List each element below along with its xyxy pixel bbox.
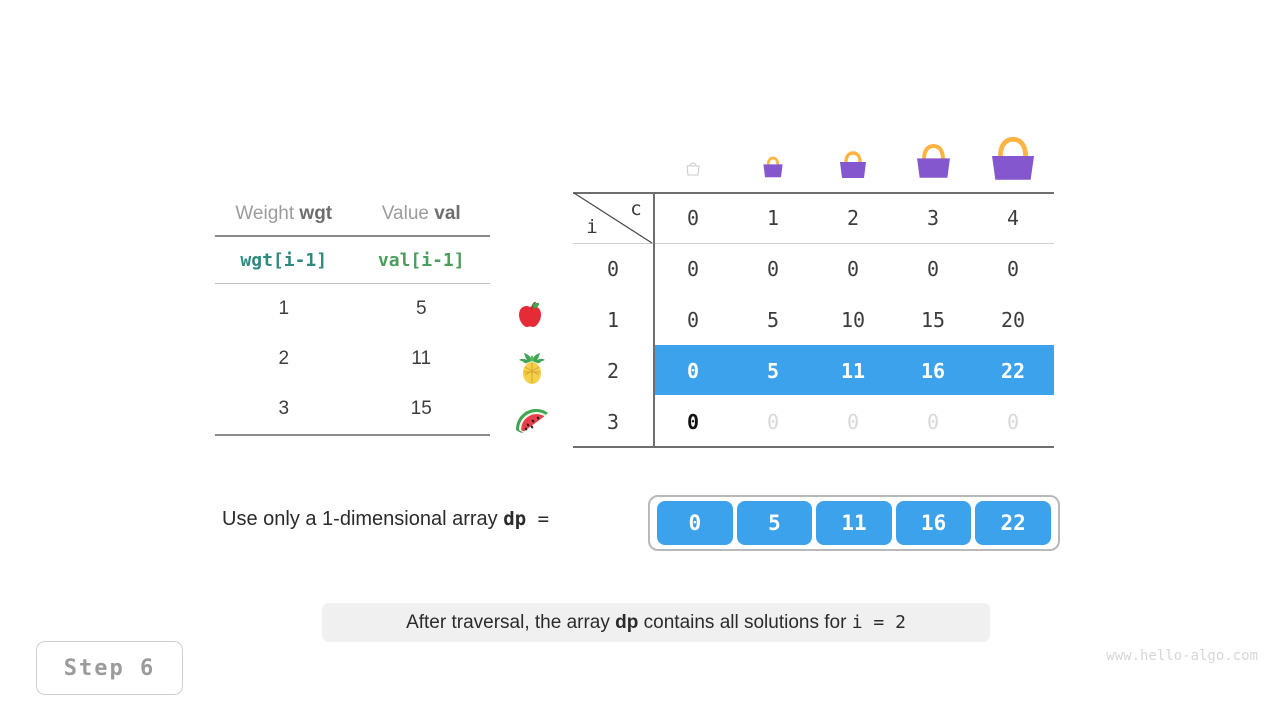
dp-row-header-0: 0 xyxy=(606,257,620,281)
dp-cell-0-3: 0 xyxy=(926,257,940,281)
dp-cell-1-4: 20 xyxy=(1000,308,1026,332)
wv-header-weight-plain: Weight xyxy=(235,203,300,224)
dp-corner-row-label: i xyxy=(586,216,598,238)
caption-bold: dp xyxy=(615,611,639,633)
wv-code-val: val[i-1] xyxy=(377,249,465,271)
weight-value-table: Weight wgt Value val wgt[i-1] val[i-1] 1… xyxy=(215,193,490,436)
dp-col-header-3: 3 xyxy=(926,206,940,230)
step-badge: Step 6 xyxy=(36,641,183,695)
dp-cell-2-4: 22 xyxy=(1000,359,1026,383)
dp-1d-cell-2: 11 xyxy=(816,501,892,545)
table-row: 2 11 xyxy=(215,334,490,384)
table-row: 1 5 xyxy=(215,284,490,334)
dp-row-header-1: 1 xyxy=(606,308,620,332)
wv-value-1-text: 5 xyxy=(415,298,427,319)
dp-cell-2-2: 11 xyxy=(840,359,866,383)
dp-1d-label-text: Use only a 1-dimensional array xyxy=(222,508,504,530)
wv-weight-2-text: 2 xyxy=(278,348,290,369)
wv-weight-2: 2 xyxy=(215,348,353,370)
dp-1d-array: 0 5 11 16 22 xyxy=(648,495,1060,551)
wv-value-2-text: 11 xyxy=(411,348,432,369)
dp-cell-3-0: 0 xyxy=(686,410,700,434)
watermelon-icon xyxy=(512,399,552,444)
dp-cell-0-2: 0 xyxy=(846,257,860,281)
dp-col-header-0: 0 xyxy=(686,206,700,230)
apple-icon xyxy=(512,297,552,342)
dp-1d-cell-0: 0 xyxy=(657,501,733,545)
bag-size-2-icon xyxy=(833,144,873,189)
dp-vertical-divider xyxy=(653,192,655,446)
wv-header-weight-bold: wgt xyxy=(299,203,333,224)
caption-part2: contains all solutions for xyxy=(638,611,852,633)
dp-rule-header xyxy=(573,243,1054,244)
bag-size-4-icon xyxy=(985,128,1041,189)
dp-1d-label-equals: = xyxy=(526,508,550,530)
dp-cell-1-0: 0 xyxy=(686,308,700,332)
dp-cell-0-1: 0 xyxy=(766,257,780,281)
dp-rule-bottom xyxy=(573,446,1054,448)
bag-size-1-icon xyxy=(757,150,789,187)
wv-code-value-cell: val[i-1] xyxy=(353,250,491,271)
wv-code-weight-cell: wgt[i-1] xyxy=(215,250,353,271)
dp-col-header-4: 4 xyxy=(1006,206,1020,230)
dp-row-header-2: 2 xyxy=(606,359,620,383)
wv-header-value-bold: val xyxy=(434,203,461,224)
dp-cell-0-0: 0 xyxy=(686,257,700,281)
wv-value-1: 5 xyxy=(353,298,491,320)
wv-weight-1-text: 1 xyxy=(278,298,290,319)
dp-1d-cell-4: 22 xyxy=(975,501,1051,545)
bag-empty-icon xyxy=(683,158,703,183)
dp-cell-3-4: 0 xyxy=(1006,410,1020,434)
caption-banner: After traversal, the array dp contains a… xyxy=(322,603,990,642)
dp-row-header-3: 3 xyxy=(606,410,620,434)
table-row: 3 15 xyxy=(215,384,490,434)
dp-cell-1-3: 15 xyxy=(920,308,946,332)
wv-rule-top xyxy=(215,235,490,237)
wv-rule-bottom xyxy=(215,434,490,436)
dp-cell-3-3: 0 xyxy=(926,410,940,434)
wv-value-2: 11 xyxy=(353,348,491,370)
dp-1d-cell-3: 16 xyxy=(895,501,972,545)
dp-corner-col-label: c xyxy=(630,198,642,220)
bag-size-3-icon xyxy=(910,136,957,188)
wv-header-value-plain: Value xyxy=(381,203,435,224)
wv-rule-mid xyxy=(215,283,490,284)
caption-part1: After traversal, the array xyxy=(406,611,616,633)
dp-cell-3-2: 0 xyxy=(846,410,860,434)
wv-header-weight: Weight wgt xyxy=(215,203,353,225)
caption-mono: i = 2 xyxy=(851,611,906,633)
wv-value-3: 15 xyxy=(353,398,491,420)
wv-code-wgt: wgt[i-1] xyxy=(240,249,328,271)
watermark: www.hello-algo.com xyxy=(1106,648,1258,664)
dp-row-highlight xyxy=(654,345,1054,395)
dp-cell-1-2: 10 xyxy=(840,308,866,332)
wv-code-row: wgt[i-1] val[i-1] xyxy=(215,237,490,283)
wv-value-3-text: 15 xyxy=(410,398,432,419)
dp-cell-2-3: 16 xyxy=(920,359,946,383)
dp-col-header-1: 1 xyxy=(766,206,780,230)
dp-table: c i 0 1 2 3 4 0 1 2 3 0 0 0 0 0 0 5 10 1… xyxy=(573,192,1054,448)
dp-rule-top xyxy=(573,192,1054,194)
wv-weight-1: 1 xyxy=(215,298,353,320)
dp-1d-cell-1: 5 xyxy=(736,501,813,545)
wv-weight-3: 3 xyxy=(215,398,353,420)
pineapple-icon xyxy=(512,348,552,393)
dp-cell-2-1: 5 xyxy=(766,359,780,383)
dp-cell-2-0: 0 xyxy=(686,359,700,383)
dp-cell-0-4: 0 xyxy=(1006,257,1020,281)
dp-cell-1-1: 5 xyxy=(766,308,780,332)
dp-cell-3-1: 0 xyxy=(766,410,780,434)
wv-header-row: Weight wgt Value val xyxy=(215,193,490,235)
dp-corner-diagonal xyxy=(573,192,653,244)
dp-col-header-2: 2 xyxy=(846,206,860,230)
wv-weight-3-text: 3 xyxy=(278,398,290,419)
dp-1d-label: Use only a 1-dimensional array dp = xyxy=(222,508,549,531)
dp-1d-label-bold: dp xyxy=(503,508,527,530)
wv-header-value: Value val xyxy=(353,203,491,225)
